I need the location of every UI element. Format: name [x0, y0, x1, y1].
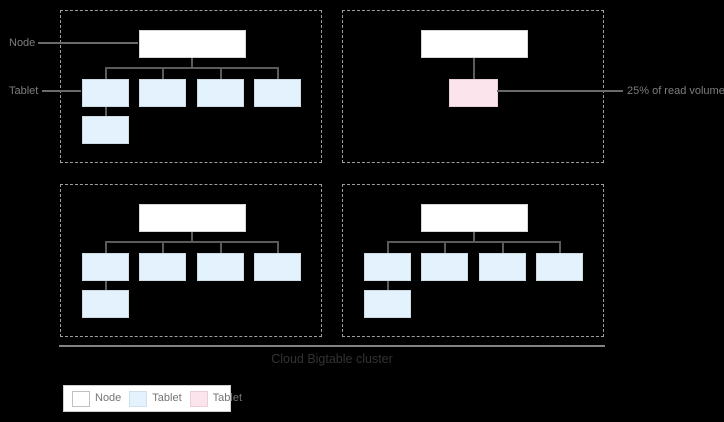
legend-label: Tablet — [152, 392, 182, 404]
legend: Node Tablet Tablet — [63, 385, 242, 412]
hot-tablet-swatch — [189, 390, 208, 407]
node-group-top-right — [342, 10, 604, 163]
legend-item-hot-tablet: Tablet — [189, 390, 243, 407]
tablet-box — [364, 253, 411, 281]
legend-label: Tablet — [212, 392, 243, 404]
node-box — [421, 204, 528, 232]
connector-drop — [444, 243, 446, 253]
tablet-box — [197, 79, 244, 107]
tablet-box — [421, 253, 468, 281]
node-swatch — [72, 390, 90, 407]
legend-item-tablet: Tablet — [129, 390, 182, 407]
tablet-box — [139, 79, 186, 107]
connector-drop — [105, 69, 107, 79]
legend-label: Node — [95, 392, 122, 404]
tablet-box — [82, 290, 129, 318]
connector-drop — [277, 69, 279, 79]
connector-drop — [559, 243, 561, 253]
node-group-bottom-right — [342, 184, 604, 337]
connector-stub — [387, 281, 389, 290]
hot-tablet-box — [449, 79, 498, 107]
tablet-box — [82, 116, 129, 144]
node-group-bottom-left — [60, 184, 322, 337]
tablet-box — [254, 253, 301, 281]
connector-drop — [387, 243, 389, 253]
node-box — [139, 204, 246, 232]
connector-drop — [220, 243, 222, 253]
connector-drop — [105, 243, 107, 253]
node-box — [139, 30, 246, 58]
connector-stub — [105, 281, 107, 290]
tablet-box — [139, 253, 186, 281]
read-volume-callout-label: 25% of read volume — [627, 85, 724, 97]
tablet-swatch — [129, 390, 148, 407]
cluster-title: Cloud Bigtable cluster — [271, 352, 393, 366]
node-group-top-left — [60, 10, 322, 163]
connector-bus — [387, 241, 561, 243]
tablet-box — [479, 253, 526, 281]
connector-bus — [105, 241, 279, 243]
connector-drop — [277, 243, 279, 253]
node-box — [421, 30, 528, 58]
connector-drop — [502, 243, 504, 253]
connector-drop — [162, 243, 164, 253]
connector-stub — [191, 58, 193, 67]
connector-stub — [473, 232, 475, 241]
tablet-box — [254, 79, 301, 107]
read-volume-callout-line — [497, 90, 623, 92]
node-callout-label: Node — [9, 37, 36, 49]
connector-drop — [220, 69, 222, 79]
connector-stub — [105, 107, 107, 116]
connector-stub — [473, 58, 475, 79]
tablet-callout-line — [42, 90, 81, 92]
connector-bus — [105, 67, 279, 69]
tablet-box — [82, 253, 129, 281]
tablet-box — [82, 79, 129, 107]
tablet-box — [536, 253, 583, 281]
node-callout-line — [38, 42, 138, 44]
tablet-box — [197, 253, 244, 281]
tablet-callout-label: Tablet — [9, 85, 39, 97]
tablet-box — [364, 290, 411, 318]
connector-drop — [162, 69, 164, 79]
connector-stub — [191, 232, 193, 241]
cluster-boundary-line — [59, 345, 605, 347]
legend-item-node: Node — [72, 390, 122, 407]
